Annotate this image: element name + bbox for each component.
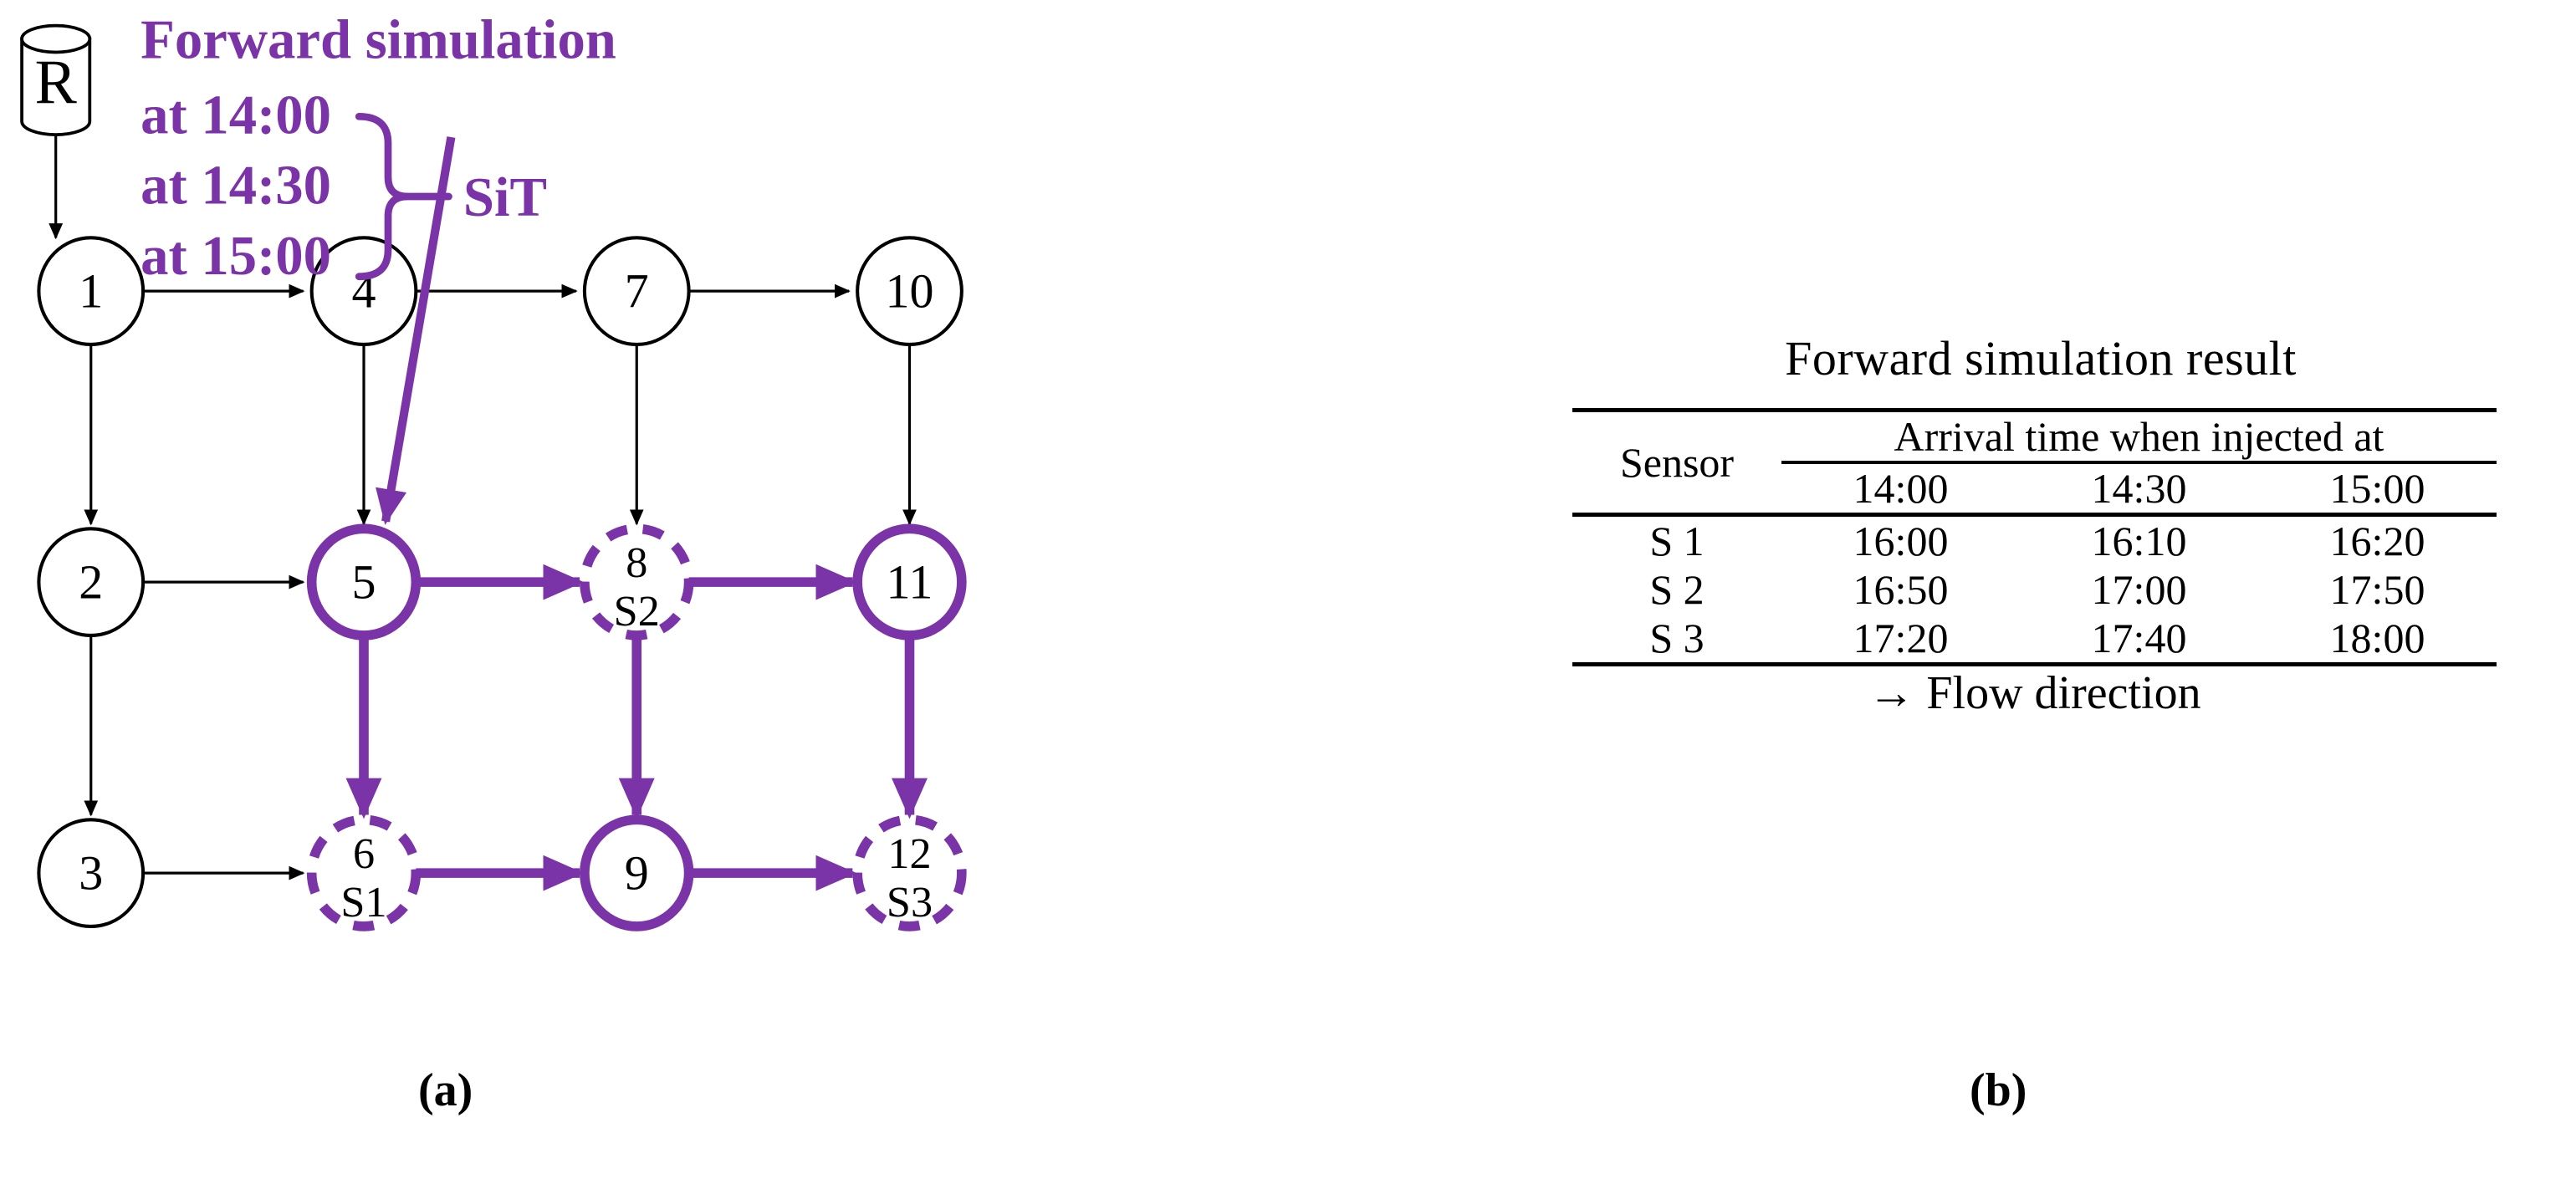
row-s3-value-1430: 17:40 [2091, 615, 2187, 661]
node-6-sensor-s1[interactable]: 6 S1 [306, 814, 422, 931]
reservoir-node[interactable]: R [20, 23, 92, 136]
table-header-group-row: Sensor Arrival time when injected at [1572, 412, 2497, 486]
node-5-label: 5 [351, 555, 376, 610]
node-9[interactable]: 9 [580, 814, 694, 931]
row-s2-value-1400: 16:50 [1853, 566, 1949, 613]
row-s2-value-1500: 17:50 [2329, 566, 2425, 613]
row-s1-value-1500: 16:20 [2329, 518, 2425, 564]
annotation-title: Forward simulation [141, 10, 616, 71]
brace-label-sit: SiT [463, 167, 547, 228]
annotation-time-2: at 14:30 [141, 156, 331, 217]
node-7[interactable]: 7 [582, 236, 691, 346]
node-6-sensor-label: S1 [340, 878, 386, 926]
node-12-sensor-label: S3 [887, 878, 933, 926]
reservoir-label: R [35, 48, 78, 117]
flow-direction-note: → Flow direction [1868, 667, 2201, 719]
node-8-sensor-s2[interactable]: 8 S2 [580, 523, 694, 640]
node-1[interactable]: 1 [37, 236, 146, 346]
table-row: S 2 16:50 17:00 17:50 [1572, 565, 2497, 614]
node-9-label: 9 [625, 846, 649, 901]
row-s3-value-1500: 18:00 [2329, 615, 2425, 661]
table-header-time-row: 14:00 14:30 15:00 [1572, 462, 2497, 515]
reservoir-top-ellipse [20, 23, 92, 54]
node-8-sensor-label: S2 [614, 587, 660, 635]
table-container: Forward simulation result Sensor Arrival… [1572, 330, 2509, 720]
header-time-1400: 14:00 [1853, 465, 1949, 512]
network-svg: R [20, 10, 967, 931]
node-6-label: 6 [353, 829, 375, 878]
node-3[interactable]: 3 [37, 818, 146, 928]
node-11[interactable]: 11 [852, 523, 967, 640]
highlight-edges [345, 564, 928, 891]
subcaption-a: (a) [418, 1064, 473, 1116]
header-time-1430: 14:30 [2091, 465, 2187, 512]
header-sensor: Sensor [1619, 439, 1735, 486]
table-row: S 1 16:00 16:10 16:20 [1572, 517, 2497, 565]
plain-edges [49, 135, 917, 880]
table-rule-top [1572, 408, 2497, 414]
header-arrival-group: Arrival time when injected at [1781, 412, 2497, 464]
node-5[interactable]: 5 [306, 523, 422, 640]
node-10[interactable]: 10 [856, 236, 963, 346]
node-10-label: 10 [885, 264, 933, 319]
injection-arrow-to-node-5 [376, 136, 456, 525]
row-s3-sensor: S 3 [1649, 615, 1705, 661]
node-2[interactable]: 2 [37, 527, 146, 637]
node-3-label: 3 [79, 846, 103, 901]
subcaption-b: (b) [1970, 1064, 2027, 1116]
node-12-sensor-s3[interactable]: 12 S3 [852, 814, 967, 931]
row-s3-value-1400: 17:20 [1853, 615, 1949, 661]
annotation-time-3: at 15:00 [141, 226, 331, 287]
annotation-time-1: at 14:00 [141, 85, 331, 146]
node-11-label: 11 [887, 555, 933, 610]
node-8-label: 8 [626, 538, 647, 587]
table-row: S 3 17:20 17:40 18:00 [1572, 614, 2497, 665]
table-rule-bottom [1572, 662, 2497, 668]
row-s2-value-1430: 17:00 [2091, 566, 2187, 613]
node-2-label: 2 [79, 555, 103, 610]
row-s1-sensor: S 1 [1649, 518, 1705, 564]
node-7-label: 7 [625, 264, 649, 319]
node-12-label: 12 [887, 829, 931, 878]
panel-b-results-table: Forward simulation result Sensor Arrival… [1213, 0, 2576, 1184]
row-s2-sensor: S 2 [1649, 566, 1705, 613]
row-s1-value-1400: 16:00 [1853, 518, 1949, 564]
forward-simulation-result-table: Sensor Arrival time when injected at 14:… [1572, 408, 2497, 720]
header-time-1500: 15:00 [2329, 465, 2425, 512]
table-rule-middle [1572, 513, 2497, 518]
injection-annotation: Forward simulation at 14:00 at 14:30 at … [141, 10, 616, 287]
node-1-label: 1 [79, 264, 103, 319]
panel-a-network-diagram: R [0, 0, 1213, 1184]
table-title: Forward simulation result [1785, 331, 2297, 385]
table-footnote-row: → Flow direction [1572, 666, 2497, 720]
row-s1-value-1430: 16:10 [2091, 518, 2187, 564]
